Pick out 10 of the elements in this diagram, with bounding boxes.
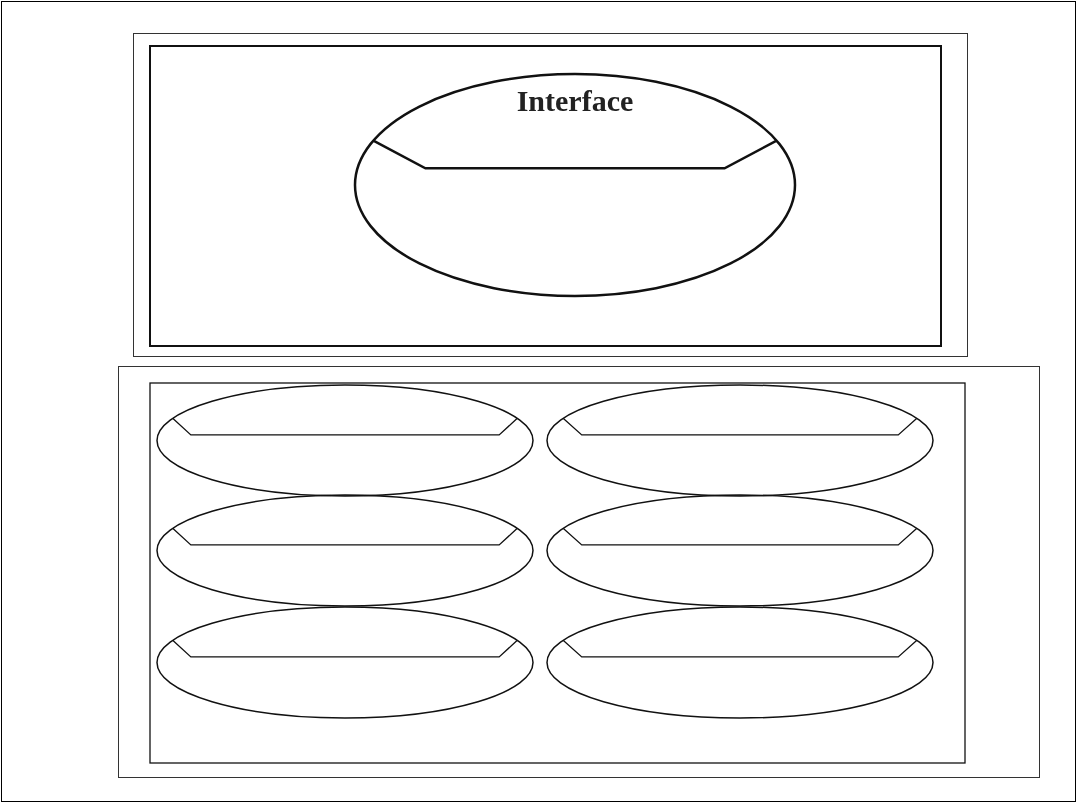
ellipse-shape (155, 493, 535, 608)
panel (133, 33, 968, 357)
ellipse-shape (155, 605, 535, 720)
ellipse-shape (545, 605, 935, 720)
ellipse-shape (545, 493, 935, 608)
ellipse-shape (545, 383, 935, 498)
interface-ellipse (353, 72, 797, 298)
ellipse-title: Interface (516, 84, 634, 118)
ellipse-shape (155, 383, 535, 498)
panel (118, 366, 1040, 778)
